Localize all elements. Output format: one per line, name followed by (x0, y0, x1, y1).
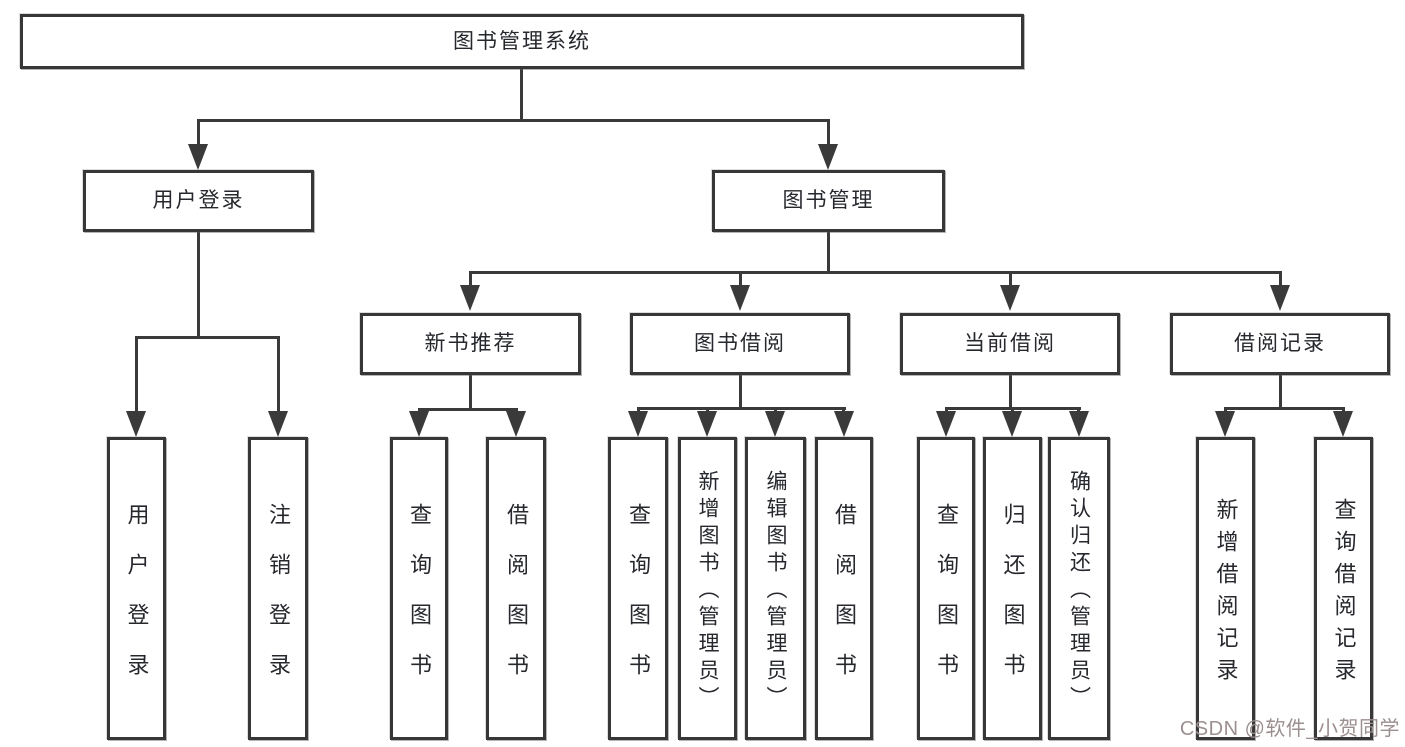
leaf-logout: 注销登录 (248, 437, 308, 740)
watermark: CSDN @软件_小贺同学 (1179, 718, 1400, 740)
leaf-label: 确认归还（管理员） (1067, 470, 1091, 713)
arrow-down-icon (1069, 411, 1089, 437)
leaf-label: 用户登录 (124, 502, 150, 703)
arrow-down-icon (126, 411, 146, 437)
connector-line (739, 271, 742, 287)
connector-line (1279, 271, 1282, 287)
connector-line (277, 336, 280, 412)
connector-line (1342, 407, 1345, 414)
connector-line (706, 407, 709, 414)
arrow-down-icon (936, 411, 956, 437)
leaf-label: 借阅图书 (832, 502, 857, 703)
arrow-down-icon (188, 144, 208, 170)
leaf-label: 查询借阅记录 (1331, 497, 1357, 690)
connector-line (1224, 407, 1345, 410)
node-label: 图书借阅 (694, 332, 786, 356)
arrow-down-icon (628, 411, 648, 437)
connector-line (1077, 407, 1080, 414)
leaf-current-confirm-return-admin: 确认归还（管理员） (1048, 437, 1110, 740)
node-library-management-system: 图书管理系统 (20, 14, 1024, 69)
connector-line (135, 336, 138, 412)
leaf-borrowing-add-books-admin: 新增图书（管理员） (678, 437, 737, 740)
connector-line (637, 407, 640, 414)
connector-line (774, 407, 777, 414)
connector-line (197, 232, 200, 336)
node-label: 借阅记录 (1234, 332, 1326, 356)
leaf-label: 归还图书 (1000, 502, 1026, 703)
connector-line (1224, 407, 1227, 414)
leaf-recommend-borrow-books: 借阅图书 (486, 437, 546, 740)
connector-line (135, 336, 280, 339)
node-current-borrowing: 当前借阅 (900, 313, 1120, 375)
node-book-borrowing: 图书借阅 (630, 313, 850, 375)
arrow-down-icon (818, 144, 838, 170)
leaf-label: 查询图书 (934, 502, 959, 703)
connector-line (1009, 271, 1012, 287)
connector-line (469, 375, 472, 408)
connector-line (945, 407, 948, 414)
connector-line (469, 271, 472, 287)
leaf-records-query-record: 查询借阅记录 (1314, 437, 1373, 740)
leaf-label: 查询图书 (626, 502, 651, 703)
leaf-label: 注销登录 (266, 502, 291, 703)
arrow-down-icon (460, 285, 480, 311)
node-label: 图书管理系统 (453, 29, 591, 53)
connector-line (842, 407, 845, 414)
node-borrowing-records: 借阅记录 (1170, 313, 1390, 375)
leaf-recommend-query-books: 查询图书 (390, 437, 448, 740)
arrow-down-icon (506, 411, 526, 437)
leaf-label: 编辑图书（管理员） (764, 470, 787, 713)
node-book-management: 图书管理 (712, 170, 945, 232)
node-label: 新书推荐 (424, 332, 517, 356)
connector-line (1011, 407, 1014, 414)
node-label: 图书管理 (782, 189, 875, 213)
connector-line (418, 408, 518, 411)
leaf-current-query-books: 查询图书 (917, 437, 975, 740)
connector-line (1279, 375, 1282, 407)
node-label: 当前借阅 (964, 332, 1056, 356)
arrow-down-icon (268, 411, 288, 437)
leaf-borrowing-edit-books-admin: 编辑图书（管理员） (745, 437, 806, 740)
leaf-borrowing-query-books: 查询图书 (608, 437, 668, 740)
connector-line (469, 271, 1282, 274)
leaf-user-login: 用户登录 (107, 437, 166, 740)
arrow-down-icon (834, 411, 854, 437)
connector-line (827, 232, 830, 271)
arrow-down-icon (409, 411, 429, 437)
leaf-label: 借阅图书 (504, 502, 529, 703)
node-user-login: 用户登录 (83, 170, 314, 232)
leaf-records-add-record: 新增借阅记录 (1196, 437, 1255, 740)
leaf-current-return-books: 归还图书 (983, 437, 1042, 740)
arrow-down-icon (1333, 411, 1353, 437)
arrow-down-icon (1270, 285, 1290, 311)
leaf-label: 查询图书 (407, 502, 432, 703)
leaf-label: 新增借阅记录 (1213, 497, 1239, 690)
leaf-label: 新增图书（管理员） (696, 470, 719, 713)
arrow-down-icon (1215, 411, 1235, 437)
arrow-down-icon (697, 411, 717, 437)
connector-line (1009, 375, 1012, 407)
connector-line (197, 119, 830, 122)
node-new-book-recommend: 新书推荐 (360, 313, 581, 375)
arrow-down-icon (1000, 285, 1020, 311)
arrow-down-icon (1002, 411, 1022, 437)
node-label: 用户登录 (152, 189, 245, 213)
connector-line (739, 375, 742, 407)
connector-line (827, 119, 830, 146)
connector-line (520, 69, 523, 119)
leaf-borrowing-borrow-books: 借阅图书 (815, 437, 873, 740)
arrow-down-icon (730, 285, 750, 311)
connector-line (197, 119, 200, 146)
connector-line (637, 407, 846, 410)
arrow-down-icon (765, 411, 785, 437)
